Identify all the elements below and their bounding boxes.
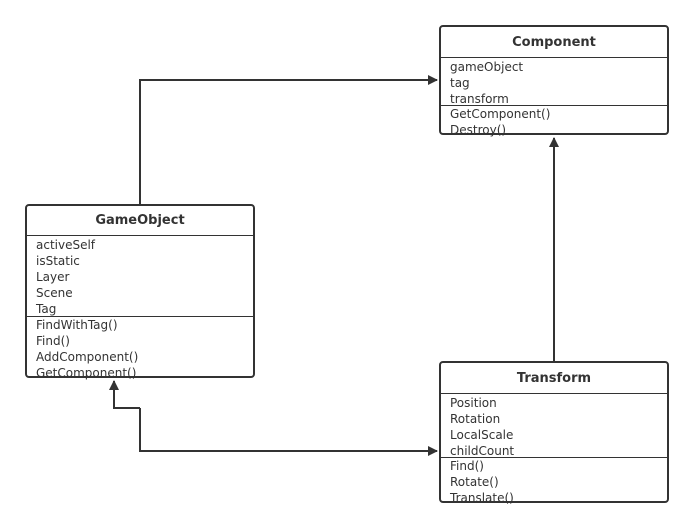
gameobject-operation: FindWithTag() [36,318,118,332]
transform-operation: Translate() [450,491,514,505]
gameobject-attribute: Layer [36,270,70,284]
component-attribute: transform [450,92,509,106]
gameobject-to-transform-connector [139,408,438,456]
transform-class-name: Transform [441,363,667,394]
transform-class[interactable]: Transform Position Rotation LocalScale c… [439,361,669,505]
component-operation: GetComponent() [450,107,551,121]
transform-attribute: Rotation [450,412,501,426]
component-attribute: gameObject [450,60,524,74]
transform-operation: Find() [450,459,484,473]
transform-attribute: childCount [450,444,515,458]
gameobject-operation: GetComponent() [36,366,137,380]
component-attributes: gameObject tag transform [441,58,667,106]
gameobject-attribute: Scene [36,286,73,300]
gameobject-class[interactable]: GameObject activeSelf isStatic Layer Sce… [25,204,255,380]
transform-attributes: Position Rotation LocalScale childCount [441,394,667,458]
transform-operation: Rotate() [450,475,499,489]
gameobject-class-name: GameObject [27,206,253,236]
component-class-name: Component [441,27,667,58]
transform-attribute: LocalScale [450,428,514,442]
component-attribute: tag [450,76,470,90]
gameobject-operations: FindWithTag() Find() AddComponent() GetC… [27,317,253,380]
gameobject-attributes: activeSelf isStatic Layer Scene Tag [27,236,253,317]
gameobject-to-component-connector [139,75,438,204]
gameobject-self-connector [109,380,140,409]
gameobject-operation: Find() [36,334,70,348]
component-class[interactable]: Component gameObject tag transform GetCo… [439,25,669,138]
gameobject-attribute: activeSelf [36,238,96,252]
gameobject-attribute: isStatic [36,254,80,268]
transform-attribute: Position [450,396,497,410]
component-operations: GetComponent() Destroy() [441,106,667,138]
gameobject-attribute: Tag [36,302,57,316]
component-operation: Destroy() [450,123,507,137]
transform-operations: Find() Rotate() Translate() [441,458,667,505]
gameobject-operation: AddComponent() [36,350,139,364]
